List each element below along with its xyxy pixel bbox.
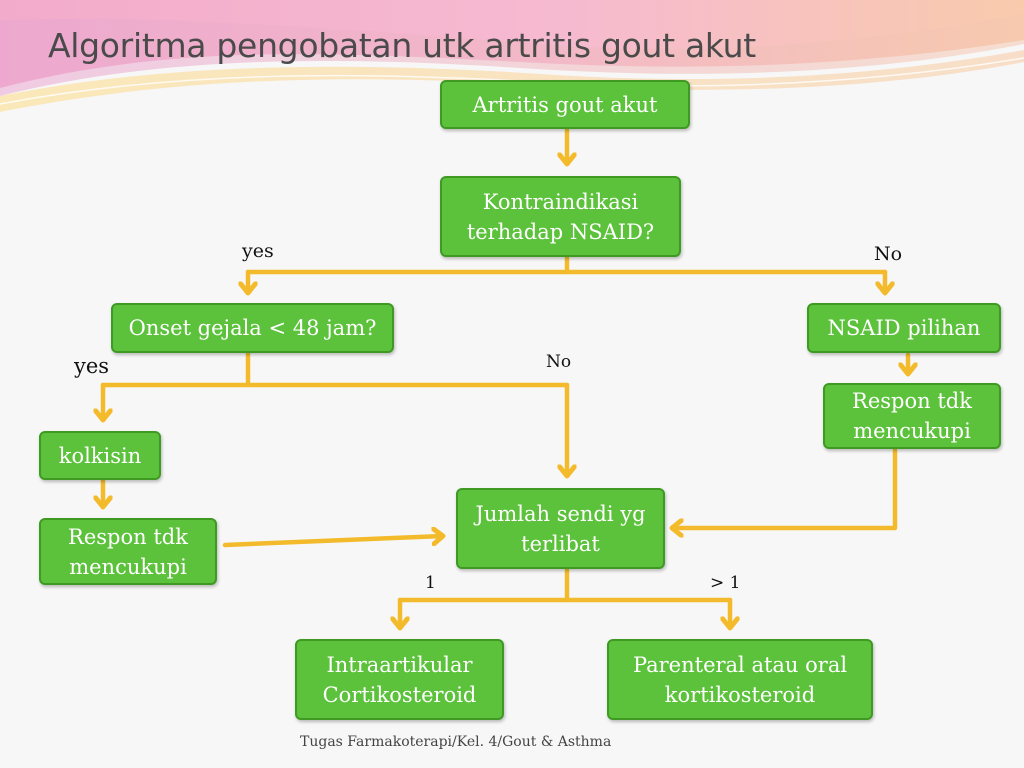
- node-parenteral-oral-kortikosteroid: Parenteral atau oral kortikosteroid: [607, 639, 873, 720]
- node-nsaid-pilihan: NSAID pilihan: [807, 303, 1001, 353]
- slide-footer: Tugas Farmakoterapi/Kel. 4/Gout & Asthma: [300, 734, 612, 750]
- node-kontraindikasi-line-2: terhadap NSAID?: [466, 219, 655, 244]
- node-respon-left-line-2: mencukupi: [69, 554, 187, 579]
- node-jumlah-line-1: Jumlah sendi yg: [475, 501, 646, 526]
- node-artritis-line-1: Artritis gout akut: [472, 92, 658, 117]
- node-intra-line-1: Intraartikular: [326, 652, 473, 677]
- node-kontraindikasi-line-1: Kontraindikasi: [482, 189, 639, 214]
- node-jumlah-line-2: terlibat: [521, 531, 600, 556]
- edge-label-jumlah-one: 1: [425, 573, 436, 593]
- node-nsaid-line-1: NSAID pilihan: [827, 316, 981, 340]
- node-respon-right-line-1: Respon tdk: [852, 389, 972, 413]
- node-jumlah-sendi: Jumlah sendi yg terlibat: [456, 488, 665, 569]
- slide-title: Algoritma pengobatan utk artritis gout a…: [48, 26, 756, 65]
- node-respon-right-line-2: mencukupi: [853, 419, 971, 443]
- arrow-respon-right-to-jumlah: [672, 447, 898, 528]
- node-kontraindikasi-nsaid: Kontraindikasi terhadap NSAID?: [440, 176, 681, 257]
- node-onset-gejala: Onset gejala < 48 jam?: [111, 303, 394, 353]
- node-intraartikular-kortikosteroid: Intraartikular Cortikosteroid: [295, 639, 504, 720]
- node-respon-tdk-mencukupi-left: Respon tdk mencukupi: [39, 518, 217, 585]
- node-parenteral-line-1: Parenteral atau oral: [632, 652, 848, 677]
- edge-label-onset-yes: yes: [74, 354, 110, 378]
- node-respon-left-line-1: Respon tdk: [68, 524, 188, 549]
- edge-label-kontraindikasi-yes: yes: [242, 240, 274, 262]
- arrow-respon-left-to-jumlah: [222, 536, 443, 548]
- node-onset-line-1: Onset gejala < 48 jam?: [128, 316, 377, 340]
- node-intra-line-2: Cortikosteroid: [322, 682, 477, 707]
- node-respon-tdk-mencukupi-right: Respon tdk mencukupi: [823, 383, 1001, 449]
- node-artritis-gout-akut: Artritis gout akut: [440, 80, 690, 129]
- header-wave-lavender: [0, 14, 1024, 96]
- edge-label-jumlah-more: > 1: [710, 573, 741, 593]
- node-kolkisin-line-1: kolkisin: [58, 443, 142, 468]
- edge-label-onset-no: No: [546, 352, 572, 372]
- node-parenteral-line-2: kortikosteroid: [664, 682, 816, 707]
- edge-label-kontraindikasi-no: No: [874, 243, 903, 265]
- node-kolkisin: kolkisin: [39, 431, 161, 480]
